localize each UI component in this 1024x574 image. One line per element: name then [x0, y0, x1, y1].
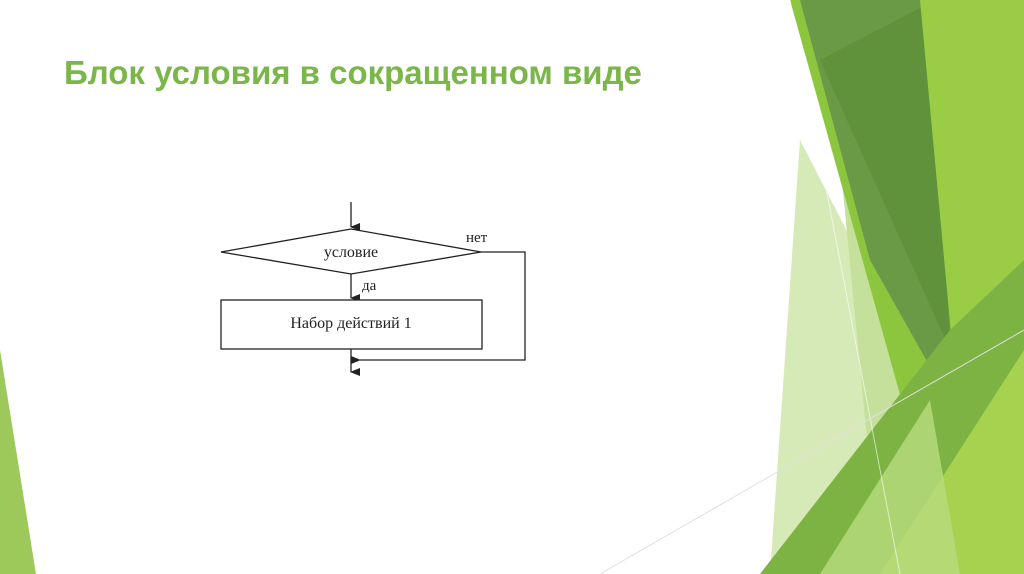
decor-thin-line-2	[599, 329, 1024, 574]
decor-shape-dark-2	[820, 0, 950, 350]
no-branch-line	[351, 251, 526, 364]
slide-title: Блок условия в сокращенном виде	[64, 54, 642, 91]
yes-label: да	[362, 278, 377, 294]
condition-label: условие	[324, 244, 378, 261]
decor-thin-line-1	[789, 0, 901, 574]
flowchart: условие нет да Набор действий 1	[220, 202, 526, 376]
no-label: нет	[466, 230, 488, 246]
decor-shape-pale-2	[820, 400, 960, 574]
action-label: Набор действий 1	[290, 315, 411, 332]
left-green-strip	[0, 350, 36, 574]
